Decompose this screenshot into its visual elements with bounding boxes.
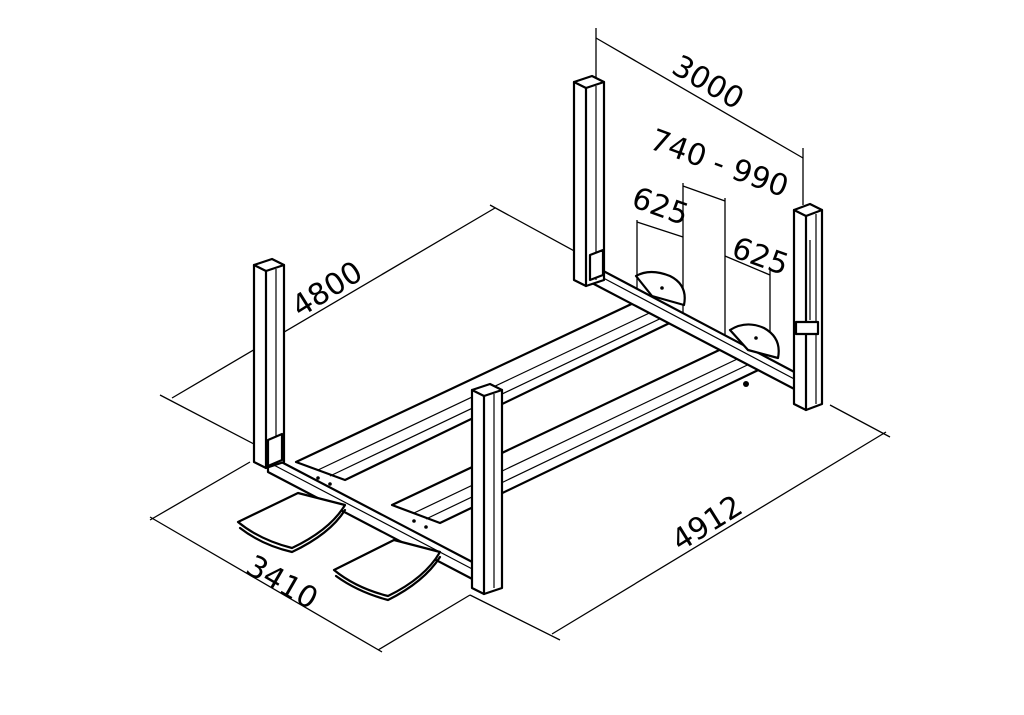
dimension-lines	[149, 28, 891, 653]
dim-625-right: 625	[727, 231, 793, 283]
rear-right-column	[792, 202, 824, 412]
front-right-column	[470, 382, 504, 596]
dim-4912: 4912	[666, 489, 749, 559]
front-right-ramp	[332, 538, 442, 598]
rear-left-column	[572, 74, 606, 288]
dim-4800: 4800	[286, 255, 369, 325]
front-left-ramp	[236, 491, 347, 550]
front-left-column	[252, 257, 286, 470]
rear-right-ramp	[728, 323, 780, 360]
bolt-details	[316, 286, 758, 529]
dim-3410: 3410	[240, 549, 324, 617]
dim-3000: 3000	[666, 49, 750, 117]
